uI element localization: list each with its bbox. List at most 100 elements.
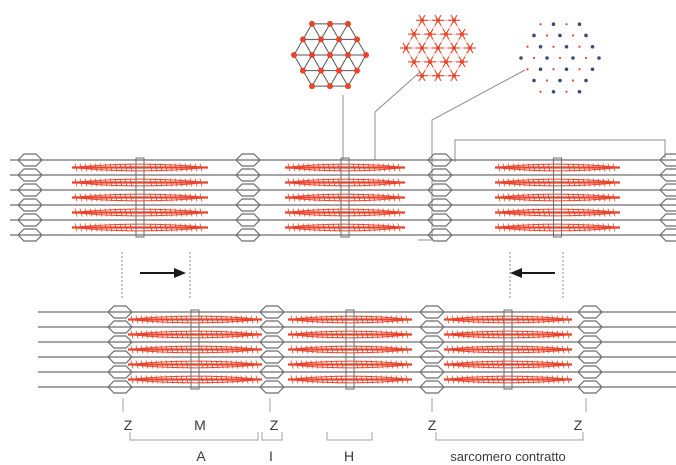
cross-bridge [561,375,565,384]
cross-bridge [245,330,249,339]
lattice-dot [519,56,523,60]
thin-filament [38,365,676,379]
cross-bridge [305,375,309,384]
lattice-dot [545,79,549,82]
cross-bridge [335,375,339,384]
cross-bridge [357,163,361,172]
cross-bridge [245,375,249,384]
lattice-dot [565,90,568,93]
cross-bridge [297,223,301,232]
cross-bridge [517,163,521,172]
cross-bridge [189,193,193,202]
lattice-node [318,36,324,43]
cross-bridge [556,330,560,339]
lattice-node [309,20,315,27]
overlap-arc [71,208,209,213]
cross-bridge [150,375,154,384]
cross-bridge [292,163,296,172]
cross-bridge [300,360,304,369]
overlap-arc [443,334,573,339]
cross-bridge [94,208,98,217]
cross-bridge [194,223,198,232]
cross-bridge [332,208,336,217]
overlap-arc [127,364,263,369]
cross-bridge [79,163,83,172]
cross-bridge [310,345,314,354]
cross-bridge [390,315,394,324]
cross-bridge [135,360,139,369]
overlap-arc [443,315,573,320]
cross-bridge [310,360,314,369]
cross-bridge [250,315,254,324]
cross-bridge [205,360,209,369]
cross-bridge [340,375,344,384]
cross-bridge [135,330,139,339]
cross-bridge [335,315,339,324]
cross-bridge [154,178,158,187]
cross-bridge [94,193,98,202]
cross-bridge [140,345,144,354]
lattice-node [412,59,416,64]
thin-filament [10,213,676,227]
cross-bridge [305,360,309,369]
lattice-dot [538,67,543,72]
cross-bridge [199,163,203,172]
cross-bridge [496,360,500,369]
cross-bridge [542,208,546,217]
cross-bridge [612,178,616,187]
cross-bridge [496,330,500,339]
cross-bridge [496,315,500,324]
thin-filament [38,320,676,334]
cross-bridge [180,360,184,369]
cross-bridge [295,315,299,324]
thin-filament [10,168,676,182]
overlap-arc [443,375,573,380]
cross-bridge [561,345,565,354]
cross-bridge [602,208,606,217]
cross-bridge [551,345,555,354]
cross-bridge [355,375,359,384]
lattice-node [336,36,342,43]
lattice-node [309,83,315,90]
m-line [553,157,562,238]
cross-bridge [185,375,189,384]
cross-bridge [149,163,153,172]
cross-bridge [199,178,203,187]
cross-bridge [180,330,184,339]
cross-bridge [332,223,336,232]
overlap-arc [287,360,413,365]
overlap-arc [443,330,573,335]
cross-bridge [355,360,359,369]
cross-bridge [602,223,606,232]
overlap-arc [287,375,413,380]
lattice-dot [584,56,588,60]
cross-bridge [602,193,606,202]
cross-bridge [340,330,344,339]
cross-bridge [405,345,409,354]
cross-bridge [466,360,470,369]
cross-bridge [390,330,394,339]
cross-bridge [300,375,304,384]
cross-bridge [194,178,198,187]
cross-bridge [395,315,399,324]
cross-bridge [607,178,611,187]
cross-bridge [332,193,336,202]
lattice-node [336,67,342,74]
cross-bridge [150,360,154,369]
cross-bridge [360,360,364,369]
cross-bridge [512,178,516,187]
cross-bridge [355,330,359,339]
lattice-node [363,52,369,58]
cross-bridge [466,345,470,354]
cross-bridge [507,163,511,172]
cross-bridge [245,360,249,369]
cross-bridge [357,178,361,187]
cross-bridge [612,163,616,172]
cross-bridge [245,345,249,354]
z-line-label-mid: Z [270,417,279,433]
cross-bridge [516,375,520,384]
cross-bridge [597,178,601,187]
z-line-label-left: Z [124,417,133,433]
cross-bridge [355,315,359,324]
cross-bridge [607,223,611,232]
